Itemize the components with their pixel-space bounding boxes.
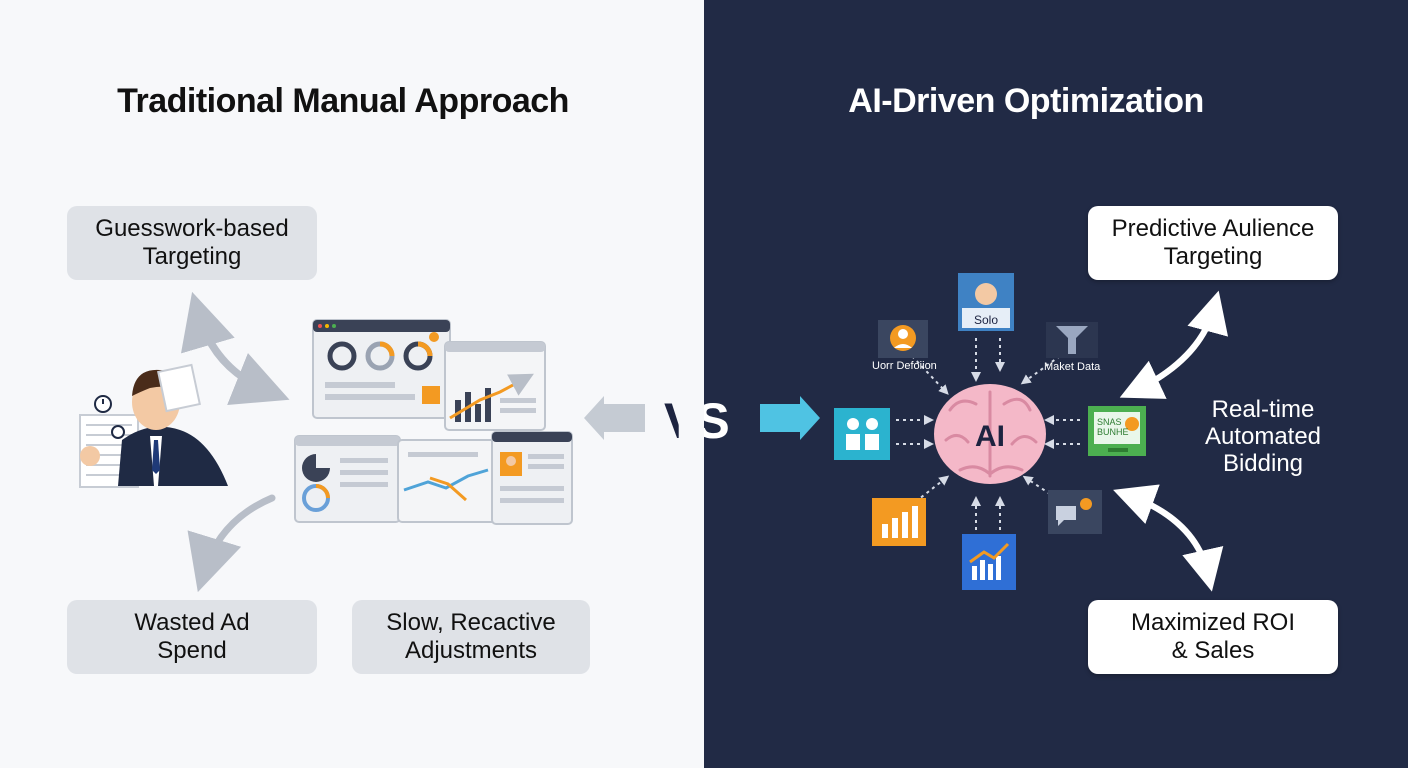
arrow-back [180,291,274,396]
side-line: Real-time [1211,396,1315,423]
arrow-down-left [187,494,276,593]
manual-dashboards-illustration [294,319,573,525]
left-cycle-arrows [180,291,290,593]
predictive-targeting-box: Predictive Aulience Targeting [1088,206,1338,280]
growth-chart-icon [962,534,1016,590]
side-line: Automated [1204,423,1322,450]
box-line: Predictive Aulience [1111,215,1315,242]
box-line: & Sales [1171,637,1255,664]
user-definition-icon [878,320,928,358]
chat-feedback-icon [1048,490,1102,534]
box-line: Wasted Ad [134,609,250,636]
realtime-bidding-label: Real-time Automated Bidding [1178,396,1348,477]
solo-node-icon [958,273,1014,331]
market-data-label: Maket Data [1044,361,1101,373]
ai-title: AI-Driven Optimization [848,82,1204,120]
roi-sales-box: Maximized ROI & Sales [1088,600,1338,674]
user-definition-label: Uorr Defoiion [872,360,937,372]
wasted-ad-spend-box: Wasted Ad Spend [67,600,317,674]
left-pointing-arrow [584,396,645,440]
stressed-businessman-illustration [79,363,228,488]
box-line: Targeting [142,243,242,270]
vs-right-half: VS [664,393,729,449]
right-pointing-arrow [760,396,820,440]
box-line: Adjustments [404,637,538,664]
right-cycle-arrows [1113,290,1229,592]
market-data-icon [1046,322,1098,358]
slow-reactive-box: Slow, Recactive Adjustments [352,600,590,674]
versus-label: VS VS [664,392,754,452]
audience-group-icon [834,408,890,460]
screen-label: SNAS BUNHE [1097,417,1129,437]
traditional-title: Traditional Manual Approach [117,82,569,120]
guesswork-targeting-box: Guesswork-based Targeting [67,206,317,280]
ai-brain-icon [934,384,1046,484]
arrow-up-right [196,314,290,405]
vs-left-half: VS [664,393,729,449]
ai-center-label: AI [975,420,1005,453]
solo-label: Solo [973,313,999,327]
orange-bar-chart-icon [872,498,926,546]
box-line: Guesswork-based [95,215,289,242]
ad-screen-icon [1088,406,1146,456]
box-line: Spend [157,637,227,664]
box-line: Slow, Recactive [386,609,556,636]
box-line: Targeting [1163,243,1263,270]
side-line: Bidding [1222,450,1304,477]
box-line: Maximized ROI [1130,609,1296,636]
